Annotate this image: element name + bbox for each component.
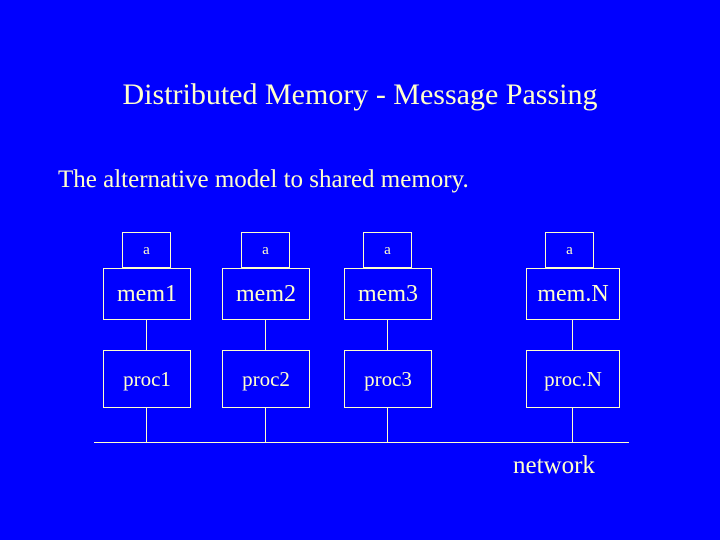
node-3-processor-label: proc3	[364, 366, 412, 391]
node-2-mem-proc-connector	[265, 320, 266, 350]
node-3-cache-box: a	[363, 232, 412, 268]
node-1-processor-label: proc1	[123, 366, 171, 391]
node-2-memory-box: mem2	[222, 268, 310, 320]
node-n-processor-label: proc.N	[544, 366, 602, 391]
node-3-bus-connector	[387, 408, 388, 442]
node-2-processor-label: proc2	[242, 366, 290, 391]
network-label: network	[513, 452, 595, 479]
node-n-cache-box: a	[545, 232, 594, 268]
node-n-memory-box: mem.N	[526, 268, 620, 320]
node-n-memory-label: mem.N	[537, 280, 609, 307]
node-1-memory-box: mem1	[103, 268, 191, 320]
node-1-cache-box: a	[122, 232, 171, 268]
node-n-bus-connector	[572, 408, 573, 442]
node-n-mem-proc-connector	[572, 320, 573, 350]
node-1-mem-proc-connector	[146, 320, 147, 350]
node-1-bus-connector	[146, 408, 147, 442]
node-2-cache-label: a	[262, 241, 269, 258]
node-3-memory-label: mem3	[358, 280, 418, 307]
node-3-memory-box: mem3	[344, 268, 432, 320]
node-3-processor-box: proc3	[344, 350, 432, 408]
slide-subtitle: The alternative model to shared memory.	[58, 166, 469, 193]
node-1-memory-label: mem1	[117, 280, 177, 307]
node-2-bus-connector	[265, 408, 266, 442]
node-3-mem-proc-connector	[387, 320, 388, 350]
network-bus-line	[94, 442, 629, 443]
node-2-processor-box: proc2	[222, 350, 310, 408]
node-3-cache-label: a	[384, 241, 391, 258]
node-2-memory-label: mem2	[236, 280, 296, 307]
node-1-processor-box: proc1	[103, 350, 191, 408]
node-n-cache-label: a	[566, 241, 573, 258]
node-1-cache-label: a	[143, 241, 150, 258]
node-2-cache-box: a	[241, 232, 290, 268]
page-title: Distributed Memory - Message Passing	[122, 78, 598, 111]
node-n-processor-box: proc.N	[526, 350, 620, 408]
